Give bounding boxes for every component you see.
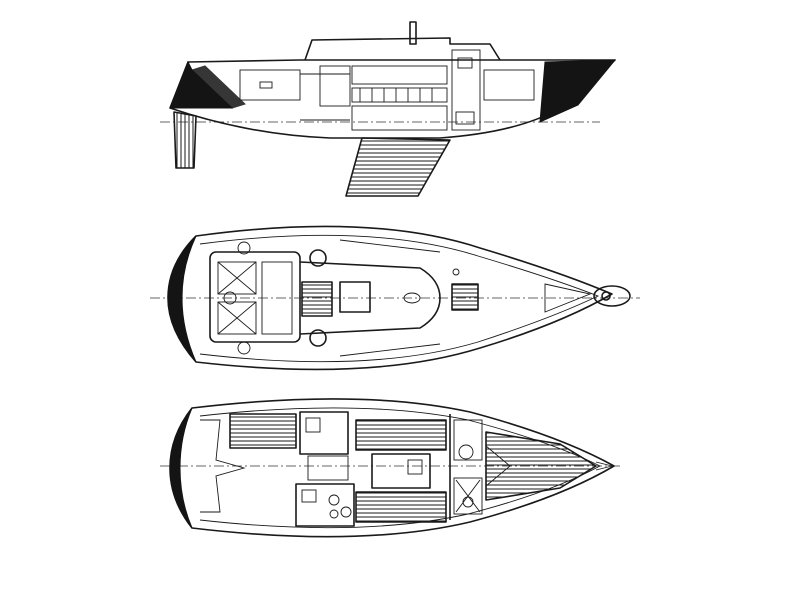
head-toilet [458, 444, 474, 460]
interior-layout-view [160, 398, 622, 538]
head-compartment [453, 477, 483, 515]
quarter-berth [229, 413, 297, 449]
cabin-top [304, 37, 501, 61]
profile-porthole-fwd [457, 57, 473, 69]
winch-port [309, 249, 327, 267]
saloon-table-leaf [407, 459, 423, 475]
profile-companionway [319, 65, 351, 107]
bow-fitting [593, 285, 631, 307]
mast-partner [403, 292, 421, 304]
profile-v-berth [483, 69, 535, 101]
stove-burner-3 [329, 509, 339, 519]
profile-quarter-berth [239, 69, 301, 101]
v-berth [485, 431, 597, 501]
deck-toe-rail [199, 234, 600, 363]
deck-transom-shadow [167, 235, 197, 363]
saloon-settee-starboard [355, 491, 447, 523]
rudder [173, 111, 197, 169]
stove-burner-2 [340, 506, 352, 518]
bow-roller [601, 291, 611, 301]
saloon-table [371, 453, 431, 489]
galley [295, 483, 355, 527]
profile-head [455, 111, 475, 125]
stove-burner-1 [328, 494, 340, 506]
deck-plan-view [150, 225, 640, 371]
profile-view [160, 21, 617, 197]
bow-shadow [539, 59, 617, 123]
galley-sink [301, 489, 317, 503]
aft-cockpit-outline [200, 419, 246, 513]
keel [345, 137, 451, 197]
winch-aft-port [237, 241, 251, 255]
nav-station [299, 411, 349, 455]
cockpit-locker-port [217, 261, 257, 295]
interior-transom-shadow [169, 407, 193, 529]
forward-hatch [451, 283, 479, 311]
stern-hull-shade [191, 65, 246, 109]
interior-inner-hull [199, 407, 601, 529]
companionway-steps [307, 455, 349, 481]
mast-stub [409, 21, 417, 45]
v-berth-insert [485, 445, 511, 487]
profile-bulkhead [451, 49, 481, 131]
winch-starboard [309, 329, 327, 347]
foredeck-locker [544, 283, 592, 313]
companionway-hatch [301, 281, 333, 317]
main-hatch [339, 281, 371, 313]
cockpit [209, 251, 301, 343]
saloon-settee-port [355, 419, 447, 451]
profile-porthole-aft [259, 81, 273, 89]
nav-instrument [305, 417, 321, 433]
cockpit-locker-starboard [217, 301, 257, 335]
profile-lower-cabinet [351, 105, 448, 131]
cockpit-sole [261, 261, 293, 335]
wheel-pedestal [223, 291, 237, 305]
hanging-locker [453, 419, 483, 461]
profile-settee [351, 87, 448, 103]
winch-aft-starboard [237, 341, 251, 355]
profile-cabin-window [351, 65, 448, 85]
cabin-house [299, 261, 441, 335]
head-sink [462, 496, 474, 508]
